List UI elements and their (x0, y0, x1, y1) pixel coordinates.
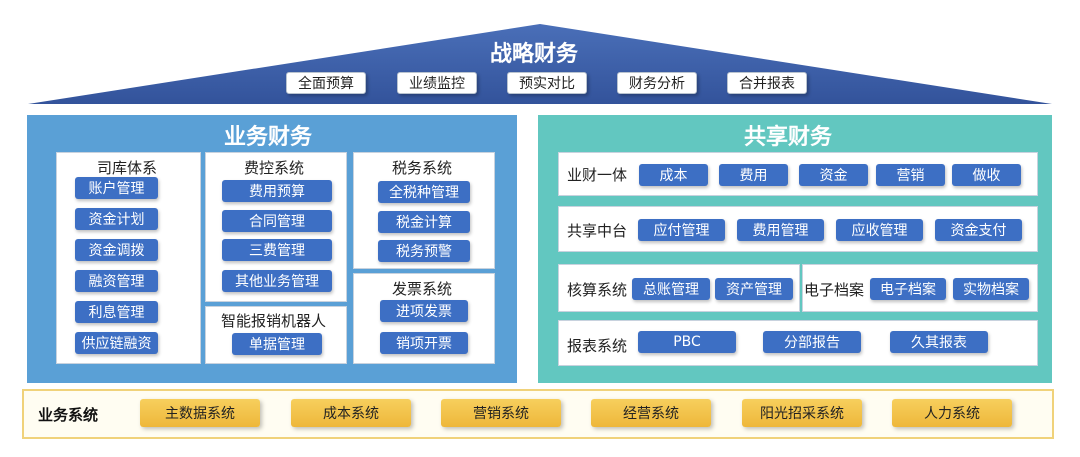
archive-item-electronic: 电子档案 (870, 278, 946, 300)
business-system-hr: 人力系统 (892, 399, 1012, 427)
invoice-item-input: 进项发票 (380, 300, 468, 322)
treasury-title: 司库体系 (97, 159, 158, 177)
business-system-cost: 成本系统 (291, 399, 411, 427)
expense-item-other: 其他业务管理 (222, 270, 332, 292)
integration-item-marketing: 营销 (876, 164, 945, 186)
treasury-item-fund-plan: 资金计划 (75, 208, 158, 230)
robot-item-documents: 单据管理 (232, 333, 322, 355)
treasury-item-financing: 融资管理 (75, 270, 158, 292)
treasury-item-supply-chain: 供应链融资 (75, 332, 158, 354)
shared-finance-title: 共享财务 (744, 125, 833, 150)
expense-item-contract: 合同管理 (222, 210, 332, 232)
integration-item-revenue: 做收 (952, 164, 1021, 186)
accounting-item-assets: 资产管理 (715, 278, 793, 300)
robot-title: 智能报销机器人 (221, 312, 327, 330)
strategy-item-performance: 业绩监控 (397, 72, 477, 94)
accounting-title: 核算系统 (567, 281, 628, 299)
accounting-item-ledger: 总账管理 (632, 278, 710, 300)
strategy-item-analysis: 财务分析 (617, 72, 697, 94)
integration-item-expense: 费用 (719, 164, 788, 186)
business-system-procurement: 阳光招采系统 (742, 399, 862, 427)
middle-item-payable: 应付管理 (638, 219, 725, 241)
invoice-title: 发票系统 (392, 280, 453, 298)
business-system-operations: 经营系统 (591, 399, 711, 427)
strategy-item-plan-actual: 预实对比 (507, 72, 587, 94)
middle-item-payment: 资金支付 (935, 219, 1022, 241)
integration-item-fund: 资金 (799, 164, 868, 186)
treasury-item-account: 账户管理 (75, 177, 158, 199)
strategy-title: 战略财务 (490, 42, 579, 67)
middle-item-expense: 费用管理 (737, 219, 824, 241)
business-finance-title: 业务财务 (224, 125, 313, 150)
integration-title: 业财一体 (567, 166, 628, 184)
business-systems-title: 业务系统 (38, 406, 99, 424)
integration-item-cost: 成本 (639, 164, 708, 186)
report-item-segment: 分部报告 (763, 331, 861, 353)
middle-title: 共享中台 (567, 222, 628, 240)
treasury-item-interest: 利息管理 (75, 301, 158, 323)
report-item-jiuqi: 久其报表 (890, 331, 988, 353)
report-item-pbc: PBC (638, 331, 736, 353)
middle-item-receivable: 应收管理 (836, 219, 923, 241)
strategy-item-consolidation: 合并报表 (727, 72, 807, 94)
tax-item-calculation: 税金计算 (378, 211, 470, 233)
business-system-marketing: 营销系统 (441, 399, 561, 427)
archive-title: 电子档案 (804, 281, 865, 299)
report-title: 报表系统 (567, 337, 628, 355)
expense-title: 费控系统 (244, 159, 305, 177)
tax-title: 税务系统 (392, 159, 453, 177)
expense-item-three-fees: 三费管理 (222, 239, 332, 261)
tax-item-warning: 税务预警 (378, 240, 470, 262)
strategy-item-budget: 全面预算 (286, 72, 366, 94)
treasury-item-transfer: 资金调拨 (75, 239, 158, 261)
expense-item-budget: 费用预算 (222, 180, 332, 202)
business-system-master-data: 主数据系统 (140, 399, 260, 427)
invoice-item-output: 销项开票 (380, 332, 468, 354)
archive-item-physical: 实物档案 (953, 278, 1029, 300)
tax-item-all-taxes: 全税种管理 (378, 181, 470, 203)
